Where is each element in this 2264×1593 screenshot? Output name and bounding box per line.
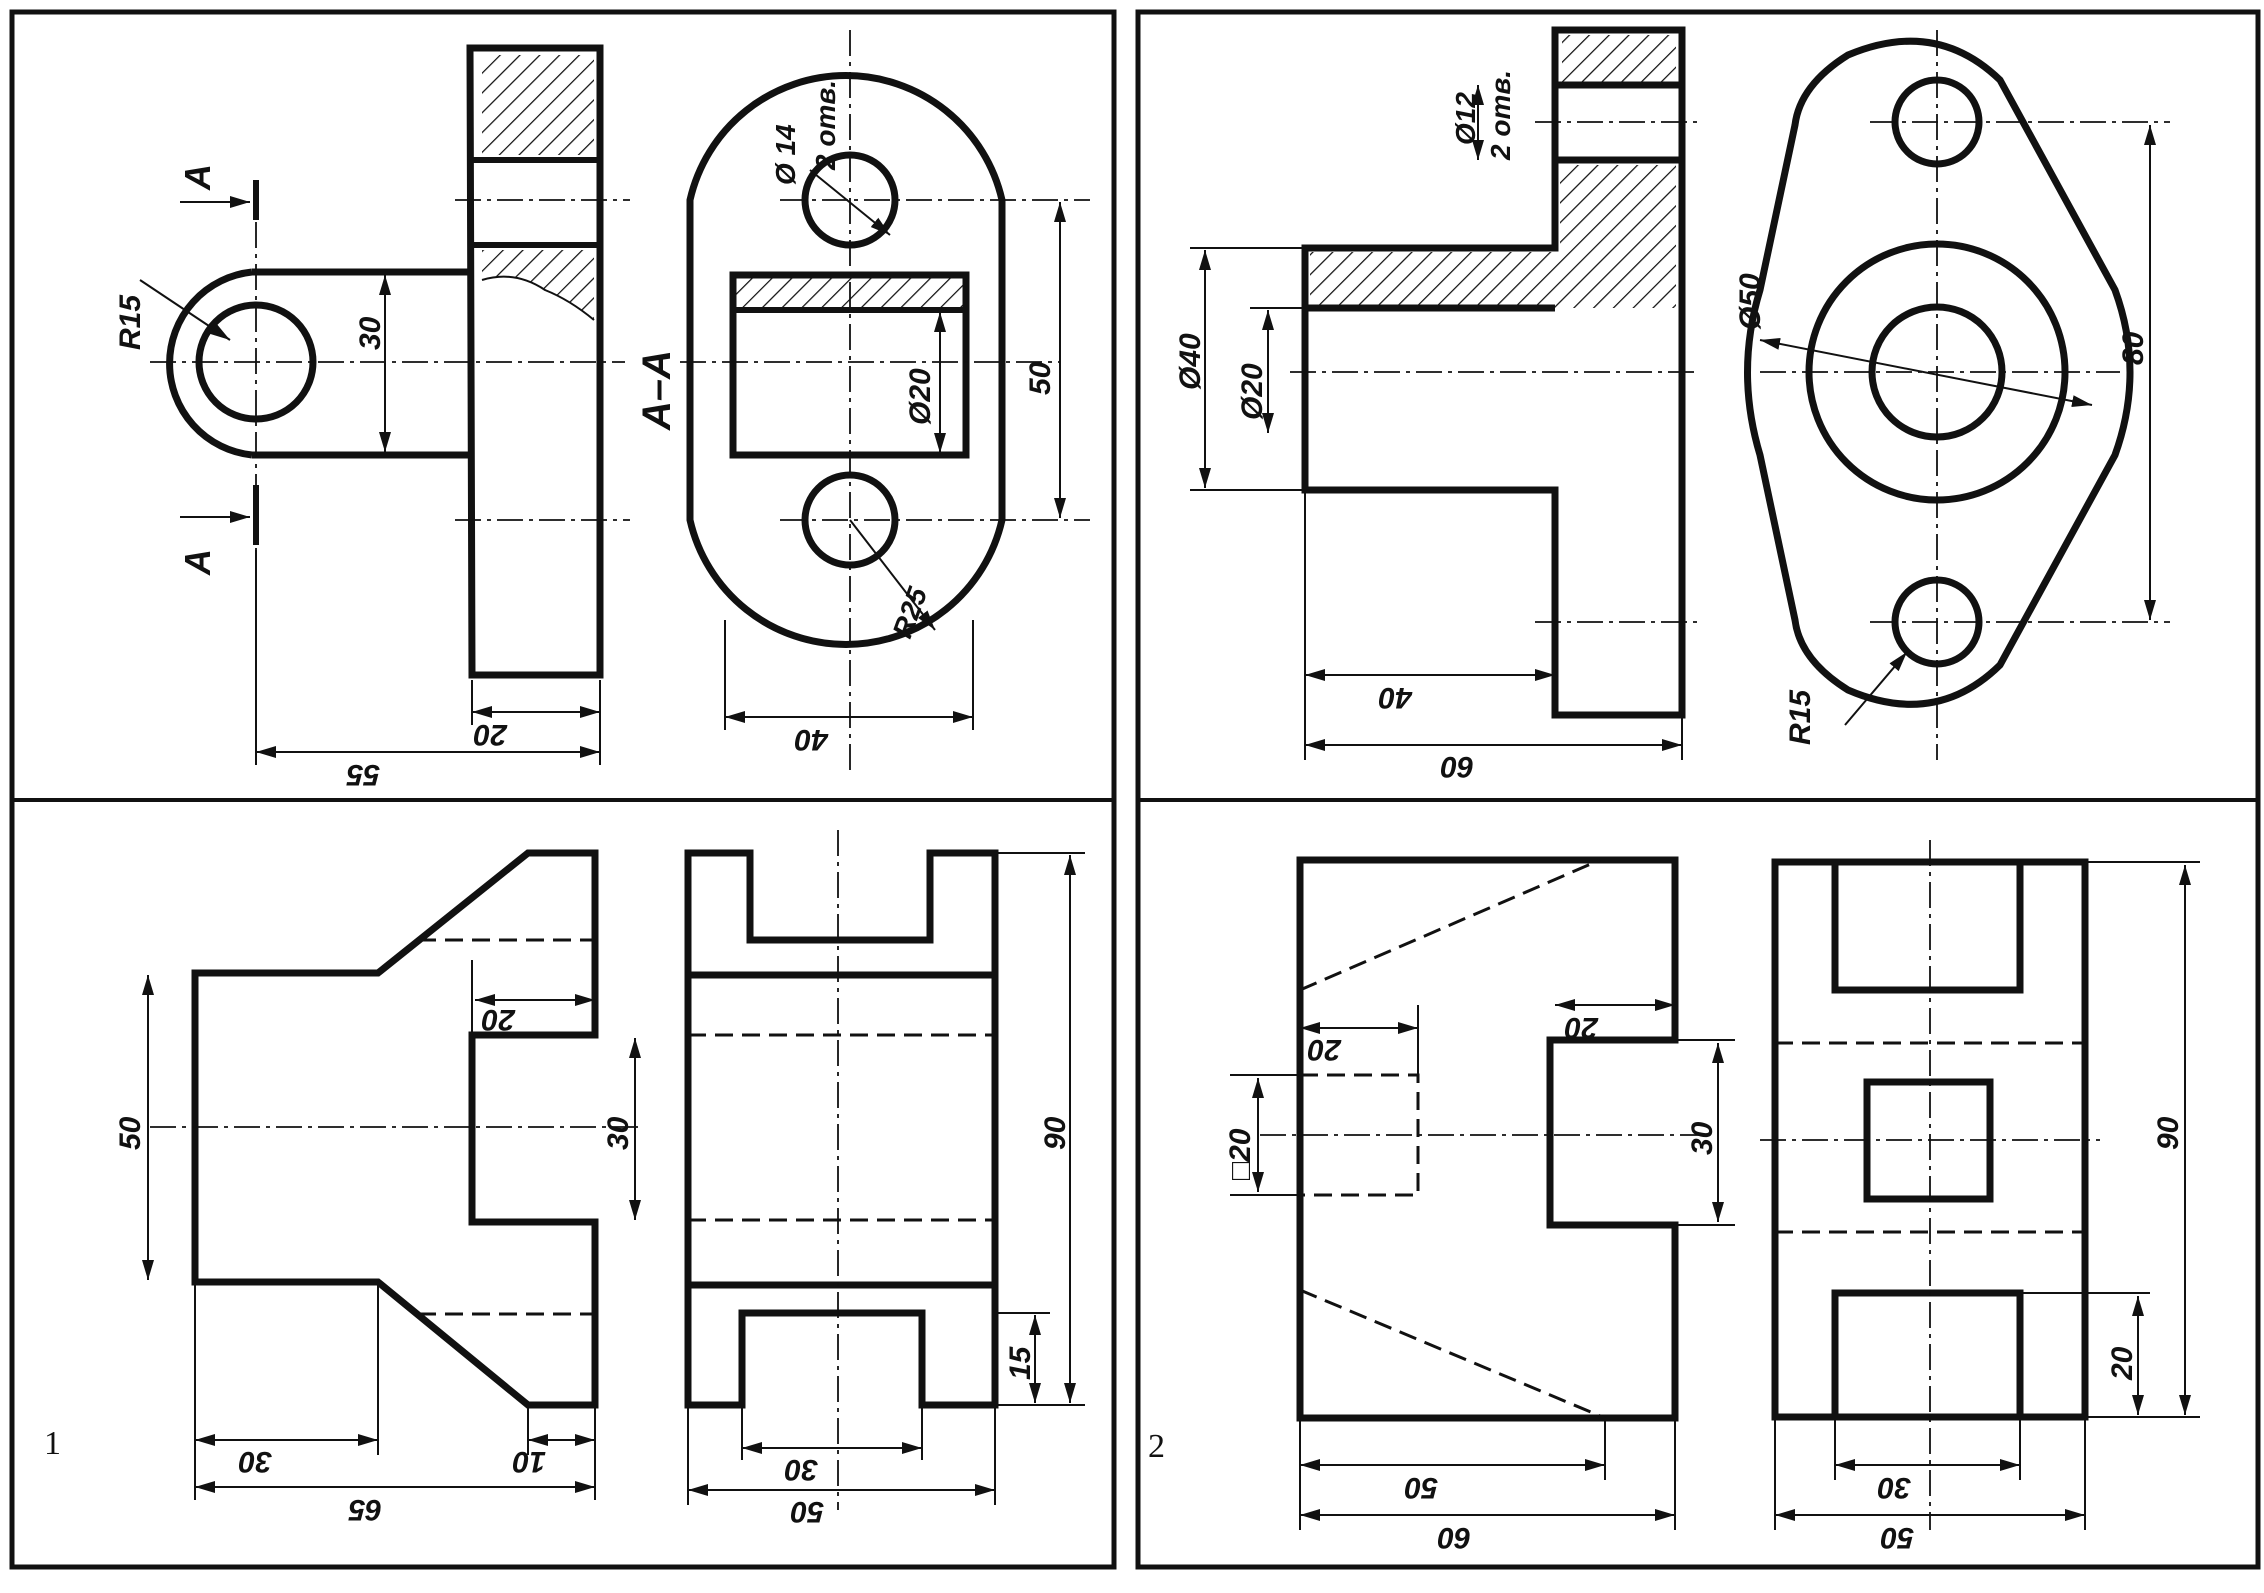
dim-d20-2: Ø20 <box>1236 363 1269 420</box>
dim-50-side: 50 <box>1024 361 1057 395</box>
panel2-side-hidden <box>1775 1041 2085 1234</box>
dim-50-side-bottom: 50 <box>790 1495 824 1528</box>
dim-d40: Ø40 <box>1174 333 1207 390</box>
panel1-side-hidden <box>688 1033 995 1222</box>
dim-d14: Ø 14 <box>770 124 801 185</box>
panel-1-frame <box>9 9 1117 1570</box>
dim-30-bottom: 30 <box>238 1445 272 1478</box>
panel1-top-side-view <box>686 72 1006 648</box>
dim-30-p2-side: 30 <box>1877 1471 1911 1504</box>
dim-90-p2: 90 <box>2152 1116 2185 1150</box>
dim-20-bottom: 20 <box>481 1003 516 1036</box>
dim-30: 30 <box>354 316 387 350</box>
dim-20-p2-left: 20 <box>1307 1033 1342 1066</box>
panel2-bottom-hidden <box>1298 858 1606 1420</box>
panel1-top-dimlines <box>139 275 601 765</box>
dim-50-p2-side: 50 <box>1880 1521 1914 1554</box>
dim-80: 80 <box>2117 331 2150 365</box>
panel1-bottom-front-view <box>191 849 599 1409</box>
dim-15-side: 15 <box>1004 1345 1037 1380</box>
dim-30-side-bottom: 30 <box>784 1453 818 1486</box>
dim-d50: Ø50 <box>1734 273 1767 330</box>
dim-40-2: 40 <box>1378 681 1413 714</box>
panel1-bottom-dimlines <box>142 960 641 1500</box>
dim-2-holes-2: 2 отв. <box>1485 70 1516 161</box>
dim-square20: □20 <box>1224 1128 1257 1180</box>
panel1-side-centerlines <box>680 30 1090 770</box>
dim-d12: Ø12 <box>1450 92 1481 145</box>
dim-50-p2: 50 <box>1404 1471 1438 1504</box>
dim-55: 55 <box>345 758 380 791</box>
dim-90-side: 90 <box>1039 1116 1072 1150</box>
dim-60-2: 60 <box>1440 750 1474 783</box>
dim-r25: R25 <box>887 583 934 642</box>
dim-65-bottom: 65 <box>347 1493 382 1526</box>
panel2-bottom-front-view <box>1296 856 1679 1422</box>
dim-20-p2-right: 20 <box>1564 1011 1599 1044</box>
panel-number-1: 1 <box>44 1425 61 1462</box>
dim-30-right: 30 <box>602 1116 635 1150</box>
dim-10-bottom: 10 <box>512 1445 546 1478</box>
dim-30-p2: 30 <box>1686 1121 1719 1155</box>
panel1-bottom-side-view <box>684 849 999 1409</box>
dim-20-p2-side: 20 <box>2106 1346 2139 1381</box>
panel-number-2: 2 <box>1148 1428 1165 1465</box>
dim-40-side: 40 <box>794 723 829 756</box>
panel1-bottom-hidden <box>418 938 595 1316</box>
panel2-top-centerlines <box>1290 121 1700 623</box>
dim-r15: R15 <box>114 294 147 350</box>
panel2-top-hatch <box>1310 35 1676 308</box>
dim-50-left: 50 <box>114 1116 147 1150</box>
panel1-top-hatch <box>470 55 600 321</box>
panel-2-frame <box>1135 9 2261 1570</box>
dim-20: 20 <box>473 718 508 751</box>
dim-d20: Ø20 <box>904 368 937 425</box>
section-mark-bottom: A <box>177 549 218 576</box>
dim-r15-2: R15 <box>1784 689 1817 745</box>
dim-2-holes: 2 отв. <box>810 80 841 171</box>
section-mark-top: A <box>177 164 218 191</box>
section-title: A–A <box>635 350 679 431</box>
dim-60-p2: 60 <box>1437 1521 1471 1554</box>
